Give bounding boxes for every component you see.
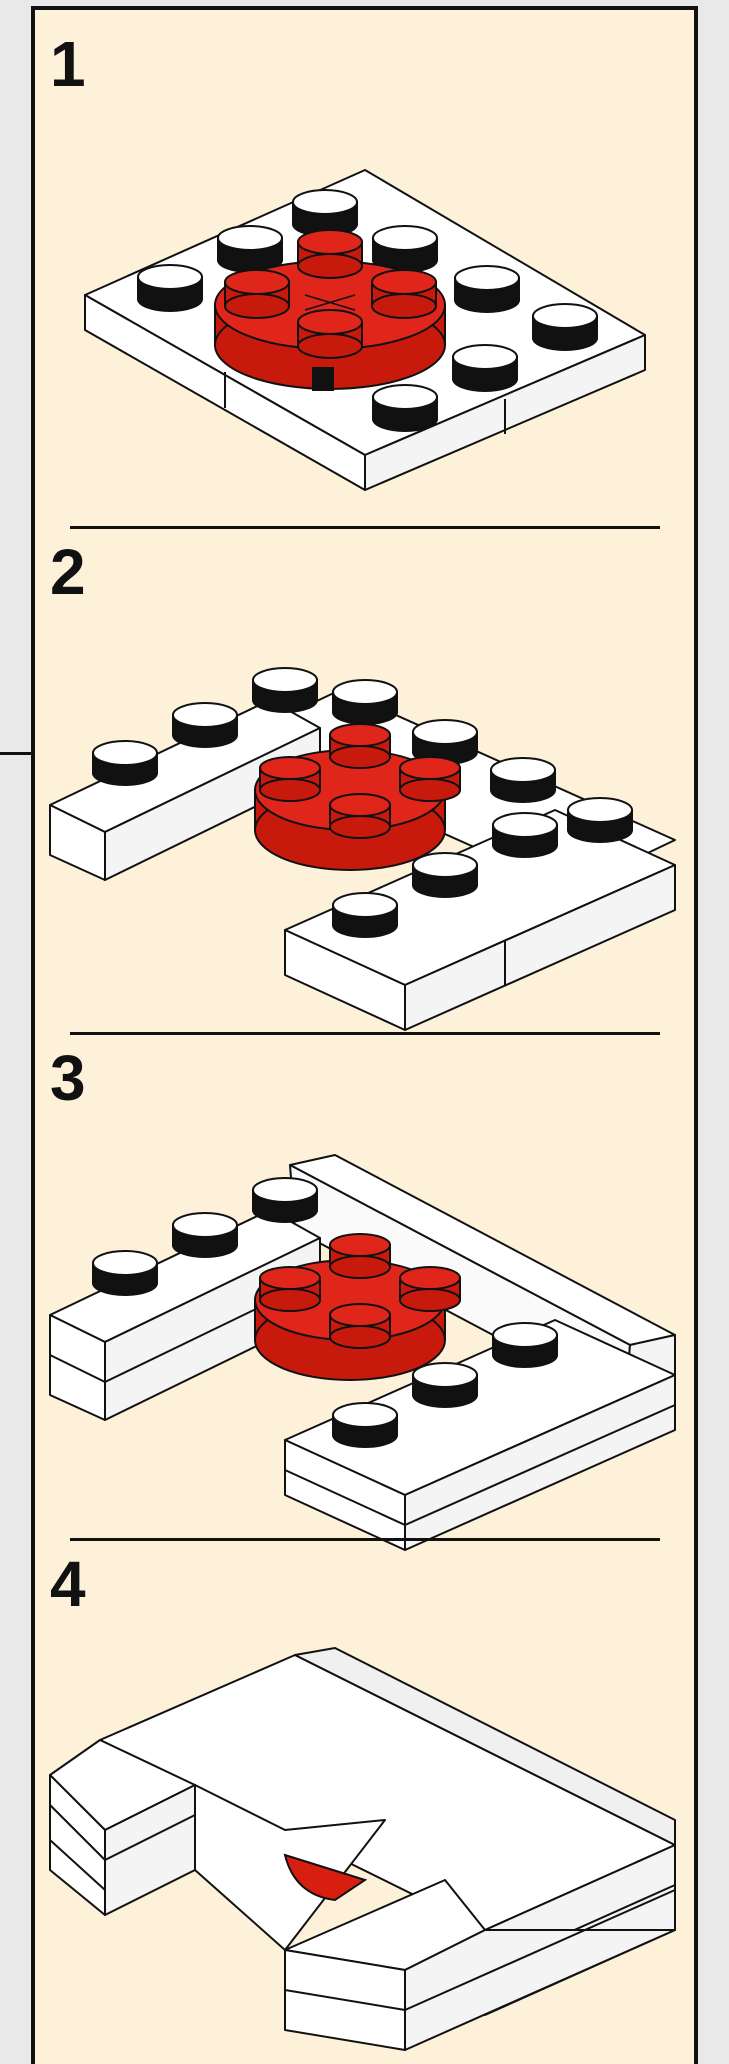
step-2-illustration bbox=[35, 610, 702, 1030]
step-divider-1 bbox=[70, 526, 660, 529]
instruction-panel: 1 bbox=[31, 6, 698, 2064]
step-divider-3 bbox=[70, 1538, 660, 1541]
page-edge-line bbox=[0, 752, 33, 755]
step-4-number: 4 bbox=[50, 1552, 86, 1616]
step-1-illustration bbox=[35, 10, 702, 530]
step-3-number: 3 bbox=[50, 1046, 86, 1110]
step-4-illustration bbox=[35, 1630, 702, 2064]
step-2-number: 2 bbox=[50, 540, 86, 604]
step-3-illustration bbox=[35, 1120, 702, 1560]
step-divider-2 bbox=[70, 1032, 660, 1035]
